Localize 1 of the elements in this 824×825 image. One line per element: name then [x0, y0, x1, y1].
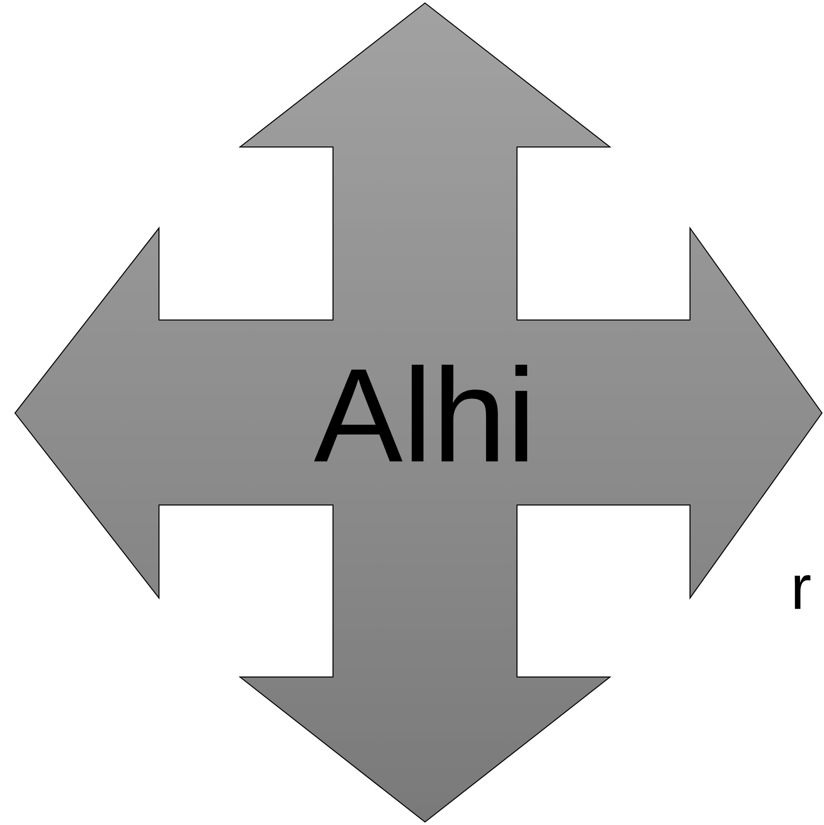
label: r: [794, 575, 810, 609]
